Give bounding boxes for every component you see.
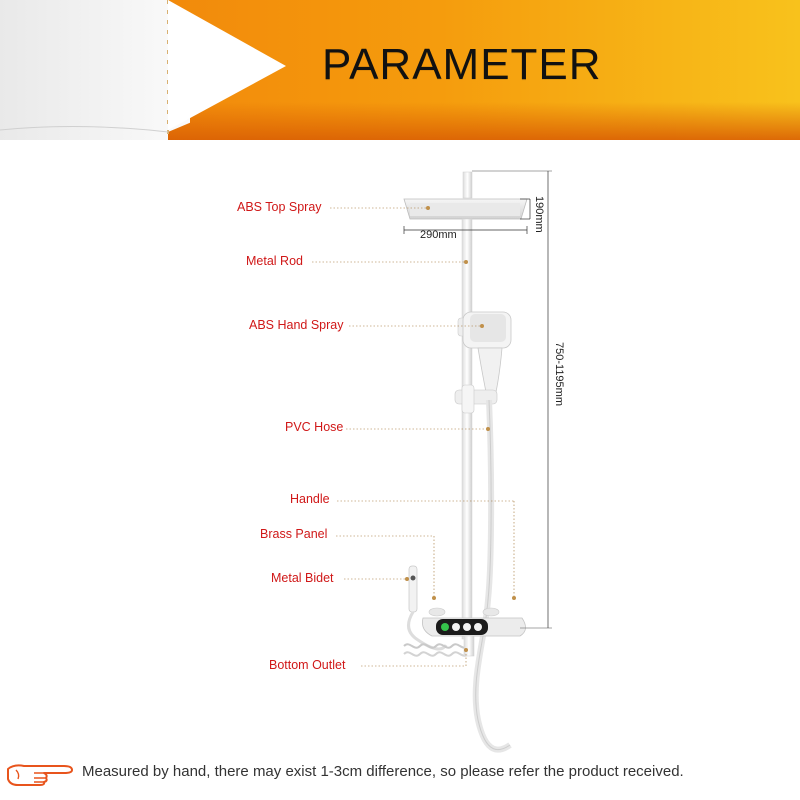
ribbon-point-icon <box>168 0 286 130</box>
label-top-spray: ABS Top Spray <box>237 200 322 214</box>
label-metal-bidet: Metal Bidet <box>271 571 334 585</box>
label-brass-panel: Brass Panel <box>260 527 328 541</box>
brass-panel <box>422 607 526 657</box>
dimension-depth: 190mm <box>533 196 545 233</box>
pointing-hand-icon <box>7 764 73 786</box>
label-bottom-outlet: Bottom Outlet <box>269 658 346 672</box>
pvc-hose <box>472 399 512 753</box>
footer-note: Measured by hand, there may exist 1-3cm … <box>82 763 684 780</box>
top-spray-head <box>403 171 528 220</box>
label-pvc-hose: PVC Hose <box>285 420 344 434</box>
ribbon-arrow-icon <box>0 0 190 140</box>
main-rod <box>461 218 473 640</box>
page-title: PARAMETER <box>322 40 602 89</box>
dimension-width: 290mm <box>420 229 457 241</box>
dimension-height: 750-1195mm <box>553 342 565 406</box>
header-banner: PARAMETER <box>0 0 800 140</box>
label-handle: Handle <box>290 492 330 506</box>
label-metal-rod: Metal Rod <box>246 254 303 268</box>
leader-lines <box>312 207 515 667</box>
metal-bidet <box>403 565 469 657</box>
leader-dots <box>405 206 516 652</box>
dimension-lines <box>403 170 552 629</box>
label-hand-spray: ABS Hand Spray <box>249 318 344 332</box>
